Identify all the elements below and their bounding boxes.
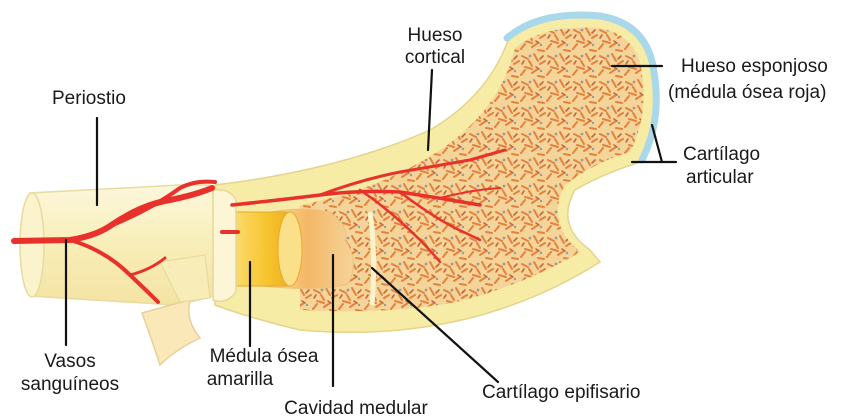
label-medula-amarilla-line2: amarilla (207, 369, 274, 390)
label-cartilago-epifisario: Cartílago epifisario (482, 382, 640, 403)
label-cavidad-medular: Cavidad medular (284, 398, 428, 416)
label-hueso-esponjoso-line2: (médula ósea roja) (668, 82, 826, 103)
label-periostio: Periostio (52, 88, 126, 109)
label-medula-amarilla-line1: Médula ósea (210, 346, 319, 367)
periosteum-flap (142, 300, 200, 365)
yellow-marrow (228, 212, 302, 286)
label-cartilago-articular-line2: articular (686, 167, 754, 188)
label-hueso-cortical-line1: Hueso (408, 25, 463, 46)
label-hueso-esponjoso-line1: Hueso esponjoso (681, 56, 828, 77)
label-cartilago-articular-line1: Cartílago (683, 144, 760, 165)
label-vasos-line1: Vasos (44, 351, 95, 372)
label-hueso-cortical-line2: cortical (405, 47, 465, 68)
label-vasos-line2: sanguíneos (21, 374, 119, 395)
